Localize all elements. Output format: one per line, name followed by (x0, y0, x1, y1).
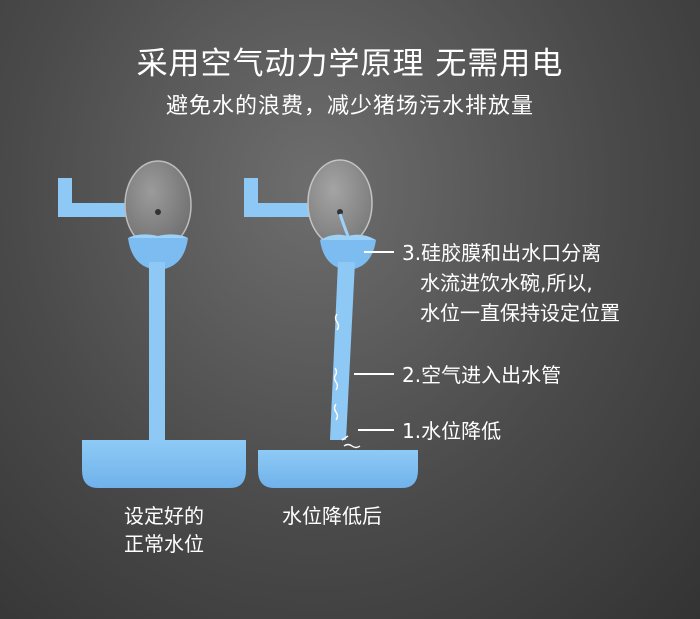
callout-step-3: 3.硅胶膜和出水口分离 水流进饮水碗,所以, 水位一直保持设定位置 (402, 238, 620, 328)
membrane-right (307, 159, 373, 247)
page-title: 采用空气动力学原理 无需用电 (136, 46, 564, 82)
drinking-cup-right (320, 240, 376, 270)
callout-step-3-line-3: 水位一直保持设定位置 (420, 301, 620, 325)
page-subtitle: 避免水的浪费，减少猪场污水排放量 (165, 94, 534, 119)
tube-right (330, 262, 355, 440)
caption-lowered-line-1: 水位降低后 (282, 504, 382, 528)
caption-lowered-level: 水位降低后 (282, 502, 382, 530)
callout-step-3-line-2: 水流进饮水碗,所以, (420, 271, 593, 295)
caption-normal-level: 设定好的 正常水位 (124, 502, 204, 558)
callout-step-2-line-1: 2.空气进入出水管 (402, 363, 562, 387)
caption-normal-line-1: 设定好的 (124, 504, 204, 528)
callout-step-1: 1.水位降低 (402, 416, 501, 446)
reservoir-left (82, 440, 246, 488)
drinking-cup-left (128, 238, 188, 270)
reservoir-right (258, 450, 418, 488)
callout-step-1-line-1: 1.水位降低 (402, 419, 502, 443)
tube-left (149, 262, 165, 442)
air-bubbles (333, 313, 361, 449)
callout-step-3-line-1: 3.硅胶膜和出水口分离 (402, 241, 602, 265)
caption-normal-line-2: 正常水位 (124, 532, 204, 556)
apparatus-normal (58, 160, 246, 488)
callout-step-2: 2.空气进入出水管 (402, 360, 561, 390)
apparatus-lowered (244, 159, 418, 488)
